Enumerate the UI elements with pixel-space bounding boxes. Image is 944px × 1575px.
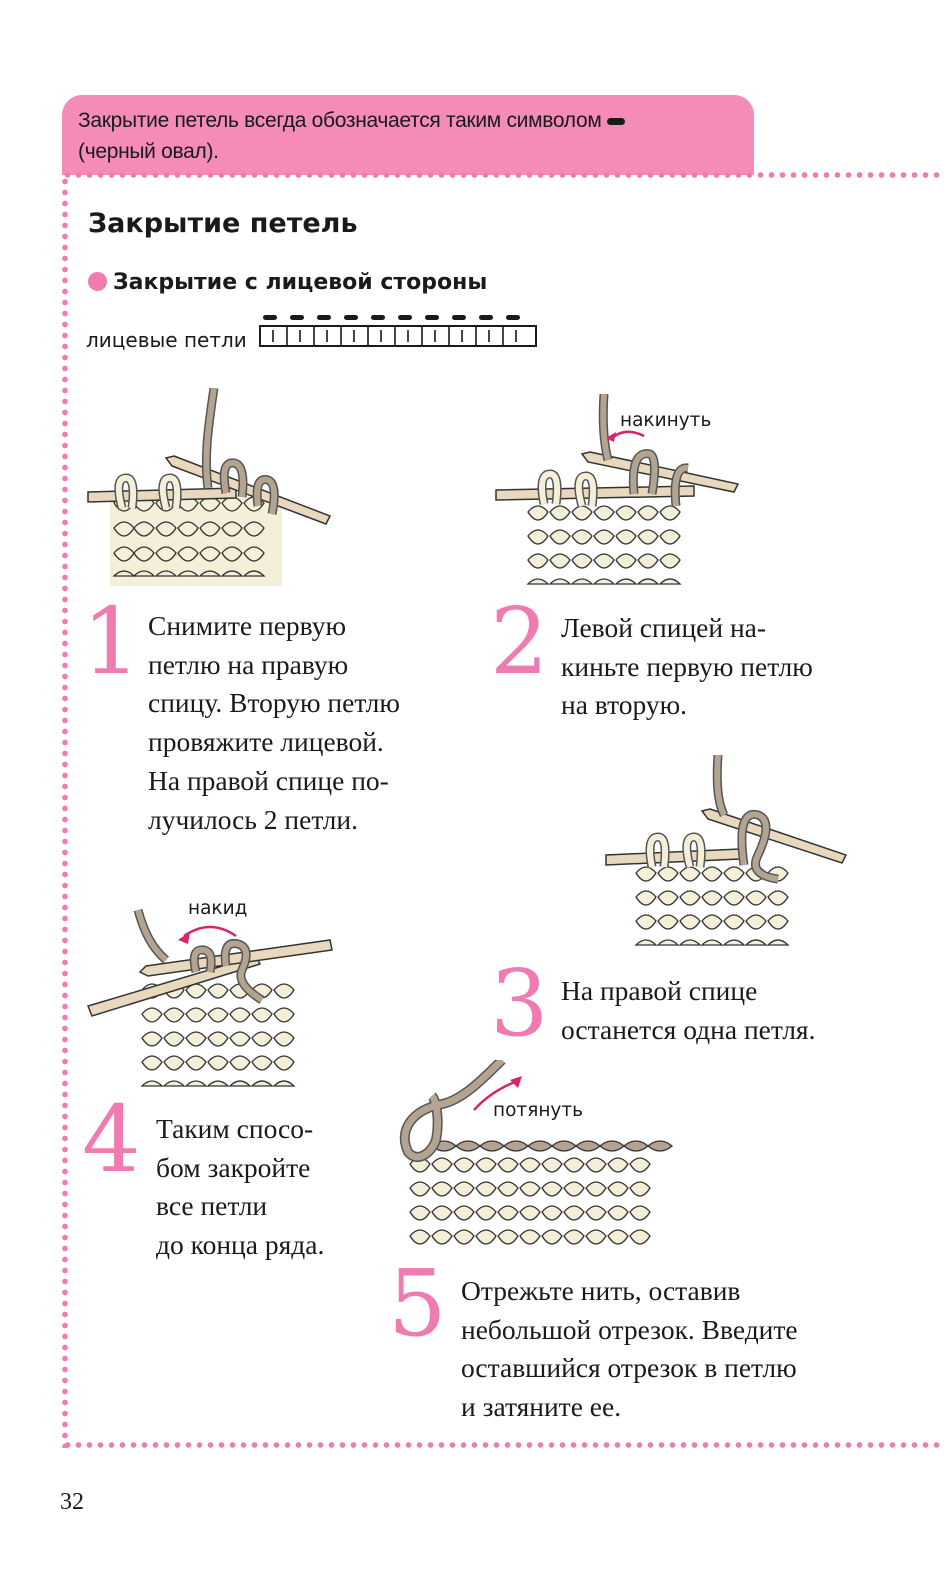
dotted-border-bottom (62, 1442, 944, 1448)
bind-off-symbol-icon (607, 117, 626, 125)
section-title: Закрытие петель (88, 208, 358, 239)
step-1-number: 1 (82, 588, 141, 695)
step-2-text: Левой спицей на- киньте первую петлю на … (561, 612, 813, 721)
step-2-number: 2 (490, 588, 549, 695)
dotted-border-left (62, 176, 68, 1448)
chart-label: лицевые петли (86, 328, 247, 352)
knitting-chart (259, 315, 537, 347)
step-2-illustration (495, 394, 740, 585)
section-subtitle: Закрытие с лицевой стороны (88, 270, 487, 295)
step-4-arrow-label: накид (188, 898, 248, 919)
info-banner: Закрытие петель всегда обозначается таки… (62, 95, 754, 175)
pink-bullet-icon (88, 272, 107, 291)
step-5-text: Отрежьте нить, оставив небольшой отрезок… (461, 1275, 798, 1423)
step-5-number: 5 (388, 1250, 447, 1357)
step-3-number: 3 (490, 950, 549, 1057)
step-4-illustration (86, 908, 333, 1087)
step-4-number: 4 (82, 1086, 141, 1193)
step-5-arrow-label: потянуть (493, 1100, 584, 1121)
step-5-illustration (399, 1060, 674, 1245)
step-3-illustration (605, 755, 848, 946)
step-1-text: Снимите первую петлю на правую спицу. Вт… (148, 610, 400, 835)
bind-off-ovals (263, 315, 520, 320)
step-1-illustration (87, 388, 332, 586)
page-number: 32 (60, 1489, 84, 1515)
banner-line-2: (черный овал). (78, 140, 219, 163)
step-3-text: На правой спице останется одна петля. (561, 975, 816, 1045)
banner-line-1: Закрытие петель всегда обозначается таки… (78, 109, 602, 132)
subtitle-text: Закрытие с лицевой стороны (113, 270, 488, 295)
dotted-border-top (62, 172, 944, 178)
step-4-text: Таким спосо- бом закройте все петли до к… (156, 1113, 325, 1261)
step-2-arrow-label: накинуть (620, 410, 712, 431)
